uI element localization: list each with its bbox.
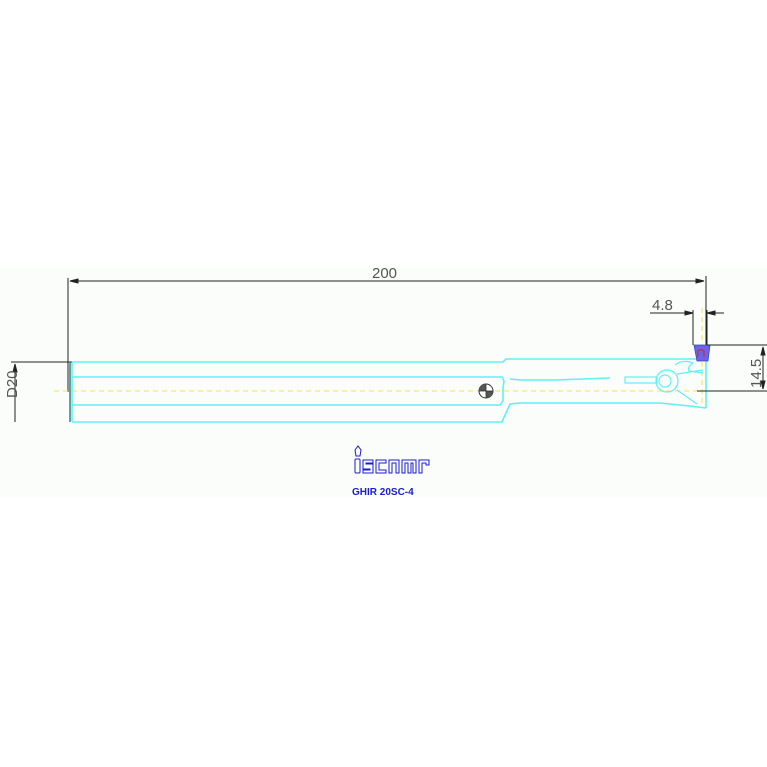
cutting-insert <box>693 344 711 362</box>
dimension-overall-length <box>67 276 707 392</box>
dimension-head-height <box>697 344 767 392</box>
dimension-insert-width <box>650 310 724 345</box>
part-number-label: GHIR 20SC-4 <box>352 487 414 498</box>
iscar-logo <box>354 445 430 474</box>
dim-diameter-label: D20 <box>4 370 21 398</box>
dim-head-height-label: 14.5 <box>748 359 765 388</box>
center-of-gravity-icon <box>478 383 494 399</box>
tool-shank <box>69 358 707 423</box>
dimension-shank-diameter <box>11 361 75 422</box>
tool-head <box>624 360 704 405</box>
dim-insert-width-label: 4.8 <box>652 297 673 314</box>
drawing-area <box>0 267 767 497</box>
dim-length-label: 200 <box>372 265 397 282</box>
